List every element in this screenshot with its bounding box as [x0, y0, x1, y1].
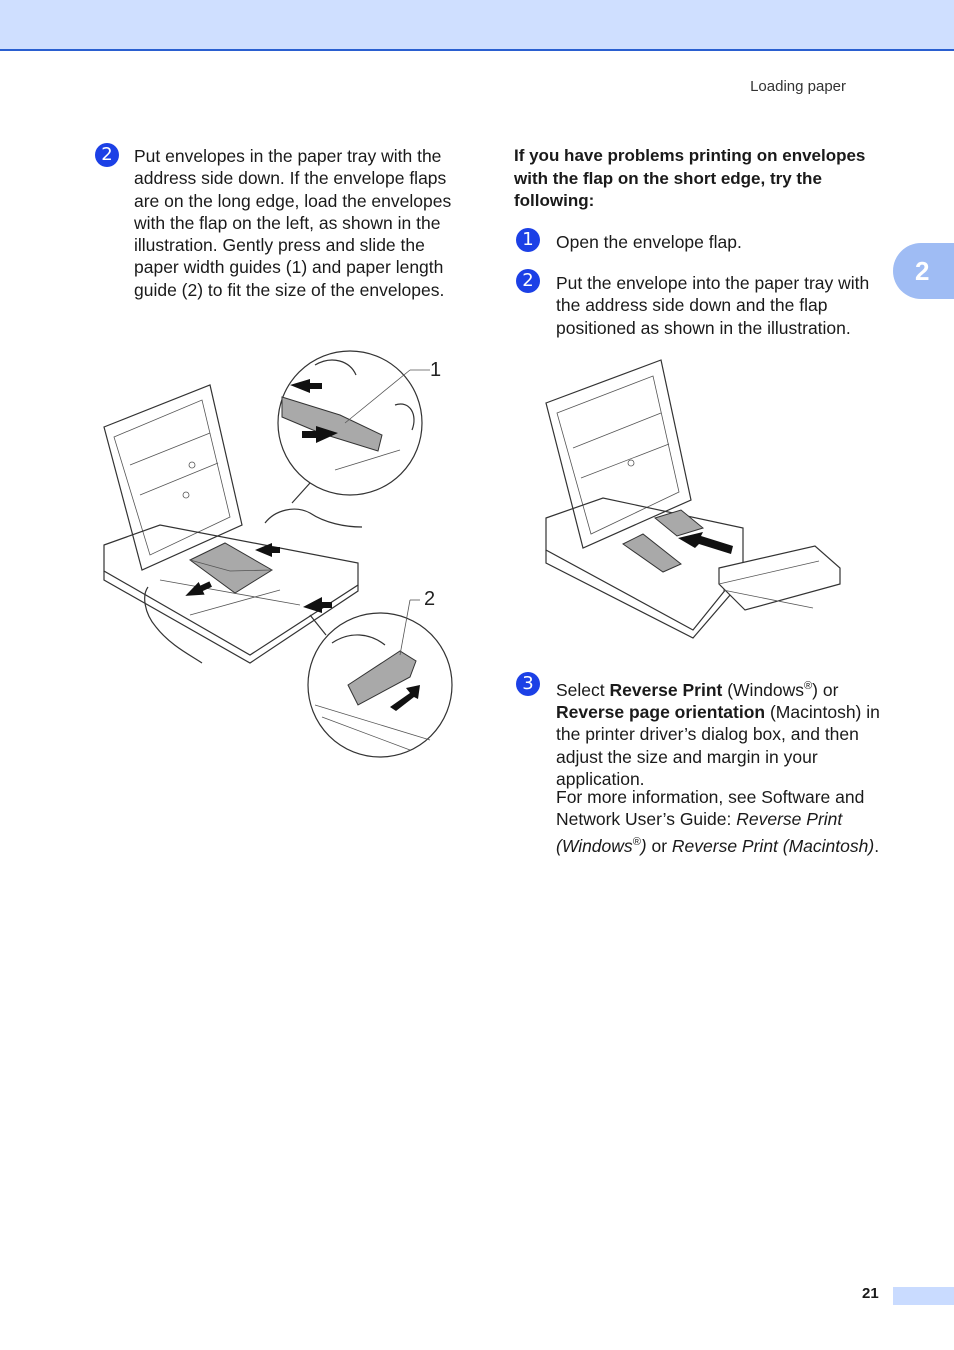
step-text: Put the envelope into the paper tray wit… [556, 273, 870, 338]
step-text: Open the envelope flap. [556, 232, 742, 252]
chapter-tab: 2 [893, 243, 954, 299]
footer-band [893, 1287, 954, 1305]
step-badge: 3 [516, 672, 540, 696]
step-badge: 2 [516, 269, 540, 293]
header-band [0, 0, 954, 51]
guide-reference: Reverse Print [736, 809, 843, 830]
tray-envelope-short-edge-illustration [545, 359, 841, 639]
running-head: Loading paper [750, 78, 846, 95]
page-number: 21 [862, 1285, 879, 1302]
more-info-text: For more information, see Software and N… [556, 787, 880, 856]
troubleshoot-heading: If you have problems printing on envelop… [514, 146, 866, 210]
step-badge: 2 [95, 143, 119, 167]
callout-2: 2 [424, 588, 436, 610]
step-text: Put envelopes in the paper tray with the… [134, 146, 452, 300]
callout-1: 1 [430, 359, 442, 381]
tray-envelope-illustration [103, 350, 453, 758]
step-badge: 1 [516, 228, 540, 252]
setting-name: Reverse Print [609, 679, 723, 700]
setting-name: Reverse page orientation [556, 702, 766, 723]
guide-reference: Reverse Print (Macintosh) [671, 835, 875, 856]
